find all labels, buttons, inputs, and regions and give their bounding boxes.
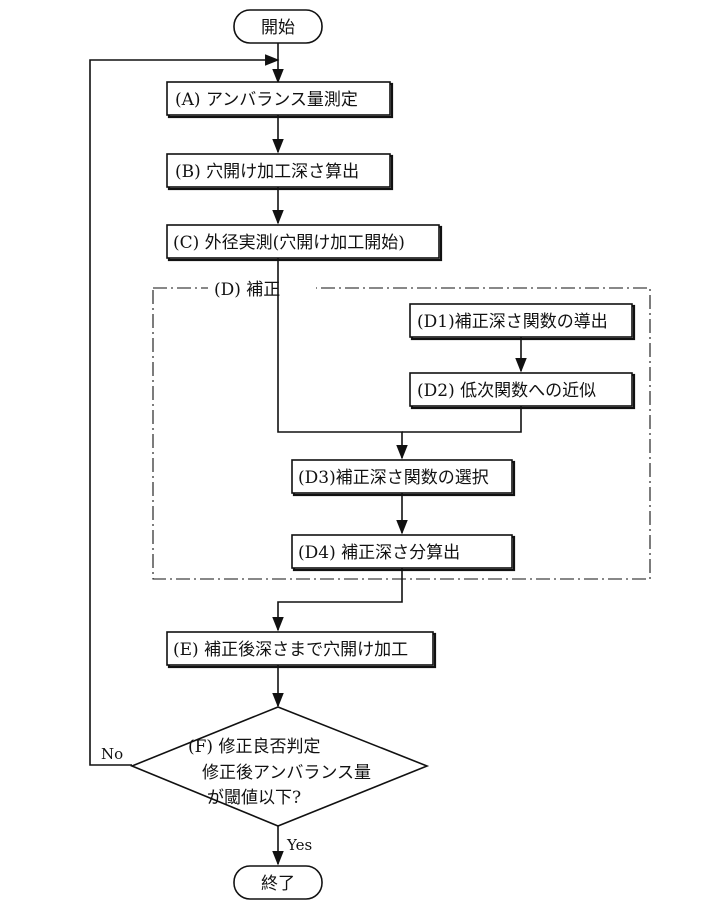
decision-f-line1: (F) 修正良否判定 bbox=[188, 737, 320, 757]
step-d1-box bbox=[409, 303, 633, 338]
connector-c-d3 bbox=[277, 258, 408, 460]
end-terminal bbox=[233, 865, 323, 900]
end-terminal-label: 終了 bbox=[261, 874, 295, 894]
step-d3-label: (D3)補正深さ関数の選択 bbox=[298, 468, 489, 488]
group-d-label: (D) 補正 bbox=[214, 280, 280, 300]
step-d2-box bbox=[409, 372, 633, 407]
step-d2-label: (D2) 低次関数への近似 bbox=[417, 381, 596, 401]
connector-d2-join bbox=[402, 406, 522, 433]
start-terminal-label: 開始 bbox=[261, 18, 295, 38]
step-d4-label: (D4) 補正深さ分算出 bbox=[298, 543, 460, 563]
no-label: No bbox=[101, 745, 123, 763]
loop-back-no bbox=[89, 54, 280, 766]
connector-d4-e bbox=[272, 568, 403, 632]
decision-f-line3: が閾値以下? bbox=[207, 788, 301, 808]
step-e-label: (E) 補正後深さまで穴開け加工 bbox=[173, 640, 408, 660]
group-d-label-bg bbox=[208, 276, 316, 300]
step-b-label: (B) 穴開け加工深さ算出 bbox=[175, 162, 359, 182]
step-d1-label: (D1)補正深さ関数の導出 bbox=[417, 312, 608, 332]
decision-f-line2: 修正後アンバランス量 bbox=[202, 763, 371, 783]
step-a-label: (A) アンバランス量測定 bbox=[175, 90, 358, 110]
yes-label: Yes bbox=[286, 836, 312, 854]
step-c-box bbox=[166, 224, 440, 259]
step-a-box bbox=[166, 81, 391, 116]
step-c-label: (C) 外径実測(穴開け加工開始) bbox=[173, 233, 405, 253]
step-e-box bbox=[166, 631, 434, 666]
step-b-box bbox=[166, 153, 391, 188]
